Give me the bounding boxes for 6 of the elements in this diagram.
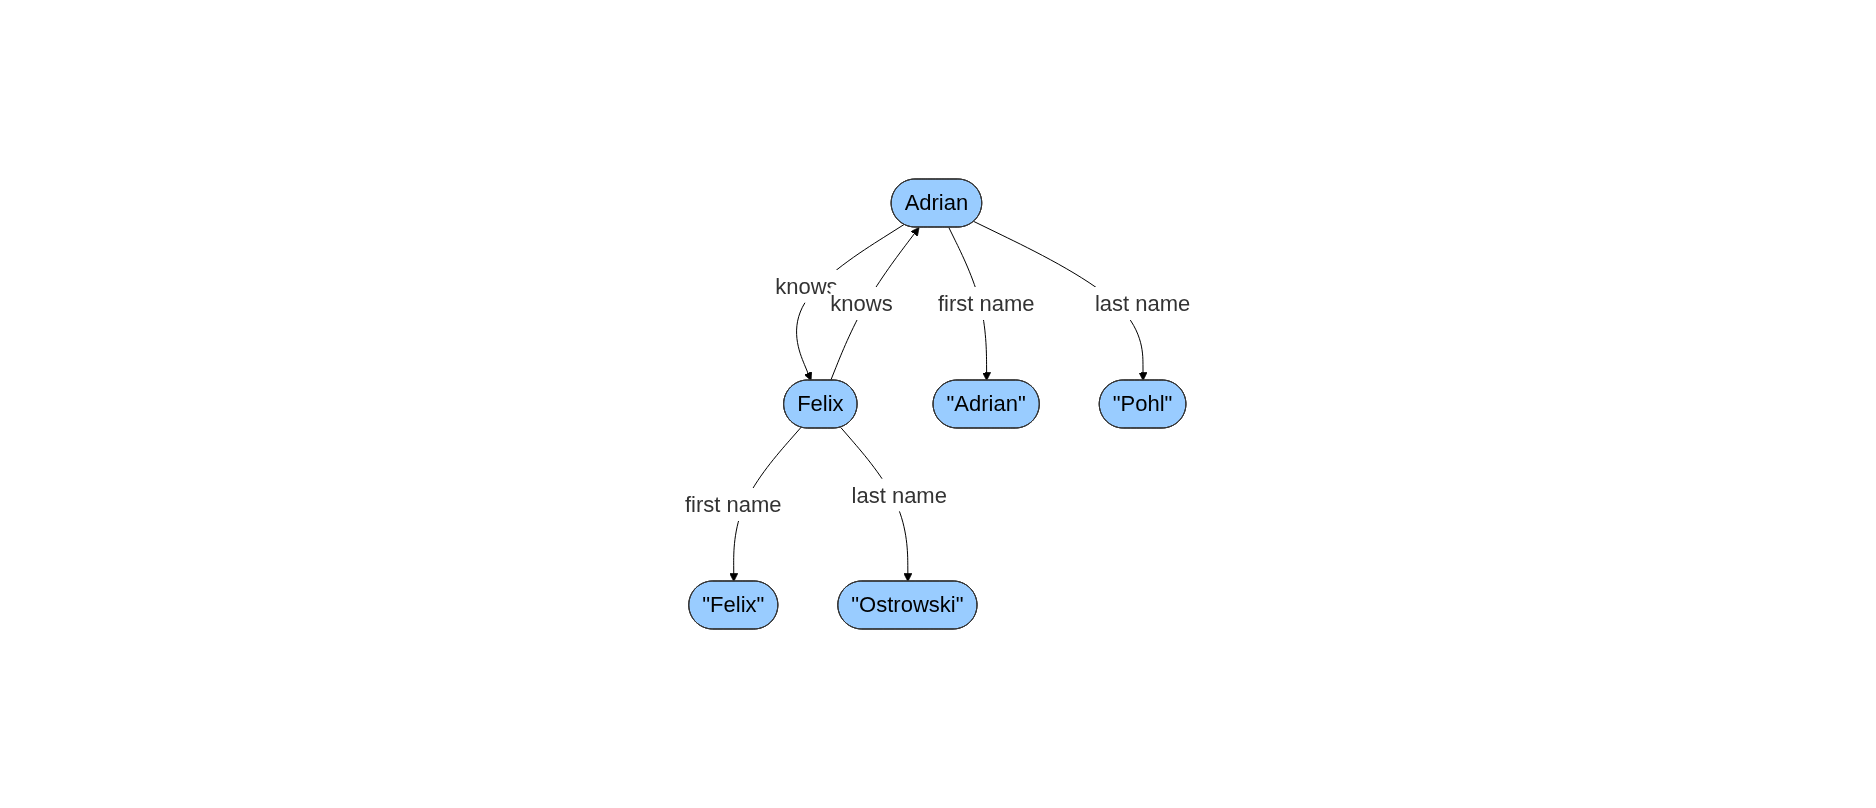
edge-label: first name <box>685 491 782 517</box>
edge-label: first name <box>938 291 1035 316</box>
edge-label: last name <box>1095 291 1191 316</box>
arrow <box>830 227 920 381</box>
arrow <box>796 224 905 381</box>
edge-label: last name <box>851 482 948 508</box>
